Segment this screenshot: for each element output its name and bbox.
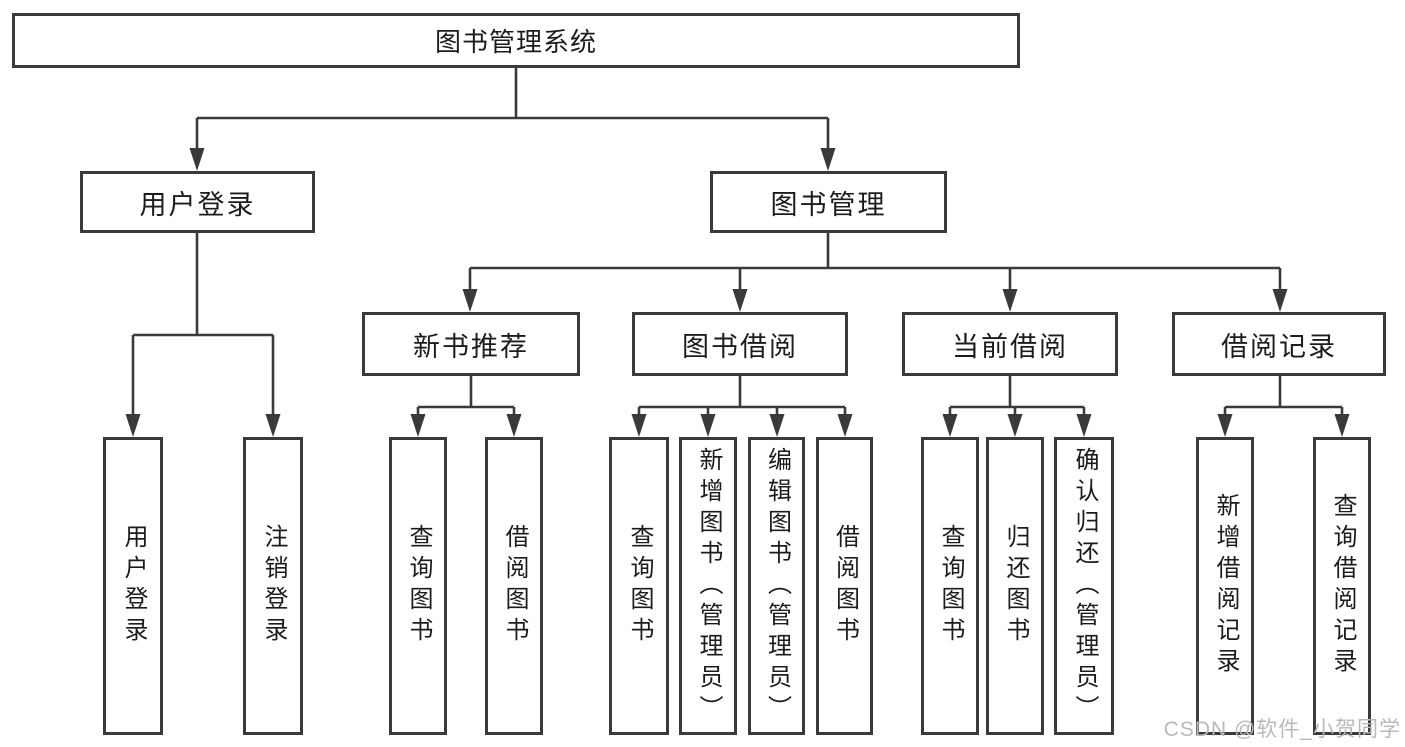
leaf-edit-books-admin: 编辑图书（管理员） bbox=[748, 437, 805, 735]
leaf-label: 新增图书（管理员） bbox=[695, 446, 722, 726]
node-label: 用户登录 bbox=[139, 189, 256, 220]
connector-bookmgmt-to-level2 bbox=[468, 233, 1282, 291]
connector-currentloans-to-leaves bbox=[948, 376, 1086, 416]
leaf-return-books: 归还图书 bbox=[986, 437, 1044, 735]
leaf-add-books-admin: 新增图书（管理员） bbox=[679, 437, 737, 735]
leaf-label: 查询图书 bbox=[626, 524, 653, 648]
node-new-book-recommendation: 新书推荐 bbox=[362, 312, 580, 376]
leaf-label: 用户登录 bbox=[120, 524, 147, 648]
connector-userlogin-to-leaves bbox=[131, 233, 275, 416]
leaf-label: 新增借阅记录 bbox=[1212, 493, 1239, 679]
connector-newbooks-to-leaves bbox=[416, 376, 516, 416]
node-book-borrowing: 图书借阅 bbox=[632, 312, 848, 376]
leaf-label: 编辑图书（管理员） bbox=[763, 446, 791, 726]
node-book-management-branch: 图书管理 bbox=[710, 171, 947, 233]
leaf-label: 查询借阅记录 bbox=[1329, 493, 1356, 679]
leaf-query-books: 查询图书 bbox=[389, 437, 447, 735]
node-user-login-branch: 用户登录 bbox=[80, 171, 315, 233]
leaf-label: 借阅图书 bbox=[501, 524, 528, 648]
leaf-label: 查询图书 bbox=[937, 524, 964, 648]
leaf-user-login: 用户登录 bbox=[103, 437, 163, 735]
node-label: 图书管理系统 bbox=[434, 27, 597, 57]
leaf-label: 注销登录 bbox=[260, 524, 287, 648]
leaf-query-books: 查询图书 bbox=[921, 437, 979, 735]
leaf-query-books: 查询图书 bbox=[609, 437, 669, 735]
leaf-label: 查询图书 bbox=[405, 524, 432, 648]
connector-borrowing-to-leaves bbox=[637, 376, 847, 416]
arrowheads bbox=[125, 148, 1350, 437]
leaf-logout: 注销登录 bbox=[243, 437, 303, 735]
leaf-label: 借阅图书 bbox=[831, 524, 859, 648]
leaf-borrow-books: 借阅图书 bbox=[816, 437, 873, 735]
node-current-loans: 当前借阅 bbox=[902, 312, 1118, 376]
leaf-confirm-return-admin: 确认归还（管理员） bbox=[1054, 437, 1114, 735]
node-system-root: 图书管理系统 bbox=[12, 13, 1020, 68]
connector-loanrecords-to-leaves bbox=[1223, 376, 1344, 416]
connector-root-to-level1 bbox=[195, 68, 830, 151]
leaf-label: 确认归还（管理员） bbox=[1071, 446, 1098, 726]
node-label: 图书借阅 bbox=[682, 331, 798, 362]
leaf-borrow-books: 借阅图书 bbox=[485, 437, 543, 735]
node-label: 新书推荐 bbox=[413, 331, 529, 362]
csdn-watermark: CSDN @软件_小贺同学 bbox=[1163, 718, 1401, 741]
node-label: 图书管理 bbox=[770, 189, 887, 220]
leaf-label: 归还图书 bbox=[1002, 524, 1029, 648]
node-label: 当前借阅 bbox=[952, 331, 1068, 362]
node-label: 借阅记录 bbox=[1221, 331, 1337, 362]
leaf-query-loan-record: 查询借阅记录 bbox=[1313, 437, 1371, 735]
node-loan-records: 借阅记录 bbox=[1172, 312, 1386, 376]
leaf-add-loan-record: 新增借阅记录 bbox=[1196, 437, 1254, 735]
